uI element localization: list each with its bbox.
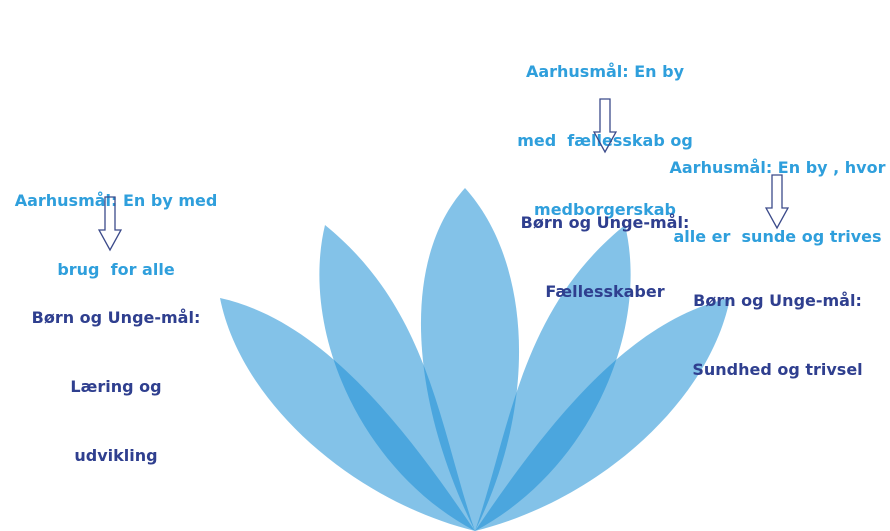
center-aarhus-line-1: Aarhusmål: En by <box>485 60 725 83</box>
left-bu-goal: Børn og Unge-mål: Læring og udvikling <box>0 260 232 513</box>
left-bu-line-3: udvikling <box>0 444 232 467</box>
center-down-arrow-icon <box>593 98 617 154</box>
right-bu-line-2: Sundhed og trivsel <box>665 358 890 381</box>
left-bu-line-2: Læring og <box>0 375 232 398</box>
left-down-arrow-icon <box>98 196 122 252</box>
right-bu-goal: Børn og Unge-mål: Sundhed og trivsel <box>665 243 890 427</box>
left-bu-line-1: Børn og Unge-mål: <box>0 306 232 329</box>
right-bu-line-1: Børn og Unge-mål: <box>665 289 890 312</box>
right-down-arrow-icon <box>765 174 789 230</box>
